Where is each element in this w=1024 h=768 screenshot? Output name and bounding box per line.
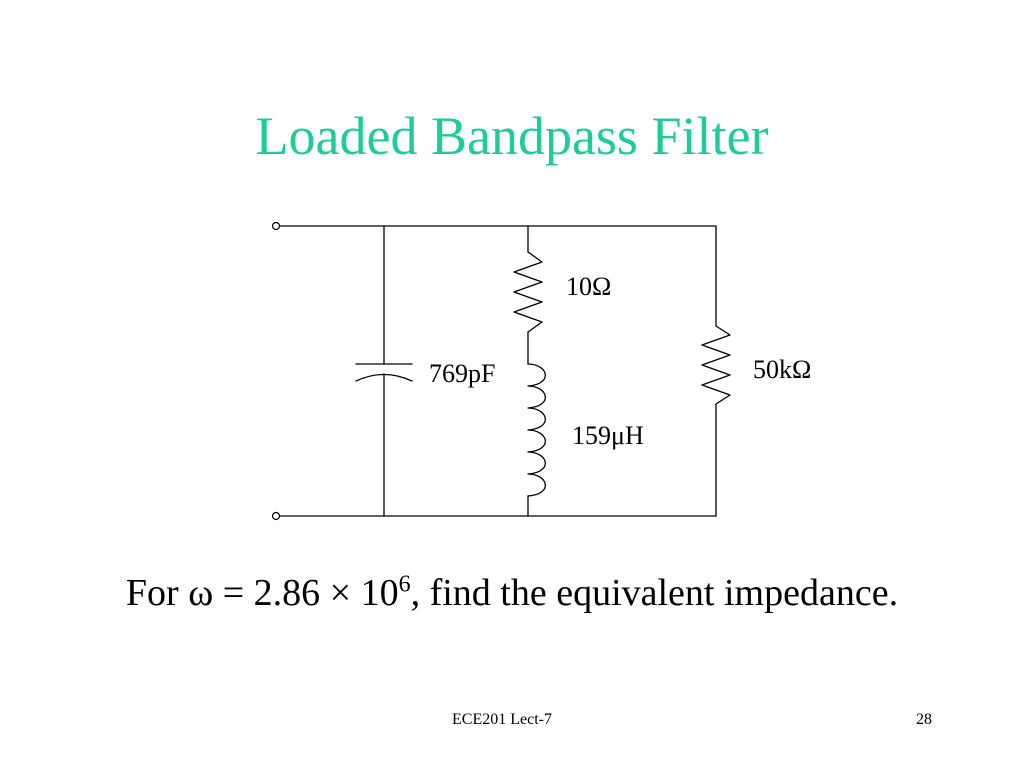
resistor-10-ohm-symbol xyxy=(513,225,543,365)
question-suffix: , find the equivalent impedance. xyxy=(410,572,899,614)
question-prefix: For ω = 2.86 × 10 xyxy=(125,572,399,614)
inductor-symbol xyxy=(527,363,546,517)
capacitor-symbol xyxy=(355,225,413,517)
input-terminal-top xyxy=(271,221,281,231)
page-number: 28 xyxy=(916,711,932,728)
capacitor-label: 769pF xyxy=(429,359,496,388)
resistor-10-ohm-label: 10Ω xyxy=(566,272,612,301)
input-terminal-bottom xyxy=(271,511,281,521)
question-exponent: 6 xyxy=(398,571,411,598)
resistor-50k-ohm-label: 50kΩ xyxy=(753,355,812,384)
slide-title: Loaded Bandpass Filter xyxy=(255,106,769,166)
inductor-label: 159μH xyxy=(572,421,644,450)
resistor-50k-ohm-symbol xyxy=(701,225,731,517)
footer-course: ECE201 Lect-7 xyxy=(452,711,552,728)
question-text: For ω = 2.86 × 106, find the equivalent … xyxy=(112,568,912,618)
